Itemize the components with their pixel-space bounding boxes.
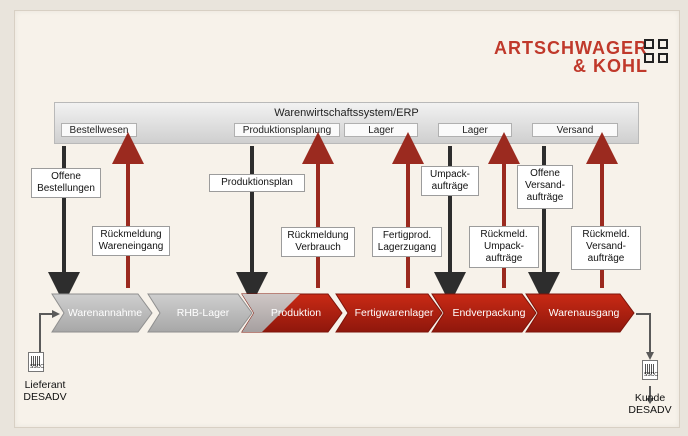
right-doc-tag: SSCC: [644, 372, 658, 378]
process-step-endverpackung-label: Endverpackung: [452, 307, 526, 319]
erp-title: Warenwirtschaftssystem/ERP: [274, 107, 419, 119]
barcode-stripes: [31, 356, 41, 366]
process-step-rhb-lager-shape: [147, 293, 253, 333]
left-party-label: Lieferant DESADV: [20, 379, 70, 403]
right-text-line1: Kunde: [634, 392, 666, 404]
process-step-produktion-grey-overlay: [242, 294, 300, 332]
connector-left: [39, 313, 52, 352]
label-rueckmeld-umpackauftraege: Rückmeld. Umpack- aufträge: [469, 226, 539, 268]
logo-square: [644, 39, 654, 49]
process-step-warenannahme-shape: [51, 293, 153, 333]
process-step-warenausgang-label: Warenausgang: [548, 307, 620, 319]
label-rueckmeldung-verbrauch: Rückmeldung Verbrauch: [281, 227, 355, 257]
process-step-warenannahme-label: Warenannahme: [67, 307, 143, 319]
diagram-panel: [14, 10, 680, 428]
brand-logo-text: ARTSCHWAGER & KOHL: [494, 39, 648, 75]
connector-right: [636, 313, 651, 352]
label-fertigprod-lagerzugang: Fertigprod. Lagerzugang: [372, 227, 442, 257]
process-step-rhb-lager-label: RHB-Lager: [176, 307, 230, 319]
right-text-line2: DESADV: [628, 404, 672, 416]
label-rueckmeldung-wareneingang: Rückmeldung Wareneingang: [92, 226, 170, 256]
label-produktionsplan: Produktionsplan: [209, 174, 305, 192]
brand-logo-mark: [644, 39, 672, 67]
left-text-line2: DESADV: [23, 391, 67, 403]
left-text-line1: Lieferant: [24, 379, 66, 391]
process-step-fertigwarenlager-shape: [335, 293, 443, 333]
process-step-produktion-label: Produktion: [270, 307, 322, 319]
logo-square: [658, 53, 668, 63]
brand-line-2: & KOHL: [573, 56, 648, 76]
left-doc-tag: SSCC: [30, 364, 44, 370]
logo-square: [644, 53, 654, 63]
process-step-warenausgang-shape: [525, 293, 635, 333]
right-party-label: Kunde DESADV: [622, 392, 678, 416]
brand-line-1: ARTSCHWAGER: [494, 38, 648, 58]
label-rueckmeld-versandauftraege: Rückmeld. Versand- aufträge: [571, 226, 641, 270]
process-step-fertigwarenlager-label: Fertigwarenlager: [354, 307, 434, 319]
label-offene-bestellungen: Offene Bestellungen: [31, 168, 101, 198]
connector-right-arrowhead: [646, 352, 654, 360]
barcode-stripes: [645, 364, 655, 374]
connector-left-arrowhead: [52, 310, 60, 318]
left-sscc-document-icon: SSCC: [28, 352, 44, 372]
process-step-endverpackung-shape: [431, 293, 537, 333]
right-sscc-document-icon: SSCC: [642, 360, 658, 380]
right-small-arrow-head: [646, 398, 654, 404]
label-offene-versandauftraege: Offene Versand- aufträge: [517, 165, 573, 209]
logo-square: [658, 39, 668, 49]
label-umpackauftraege: Umpack- aufträge: [421, 166, 479, 196]
